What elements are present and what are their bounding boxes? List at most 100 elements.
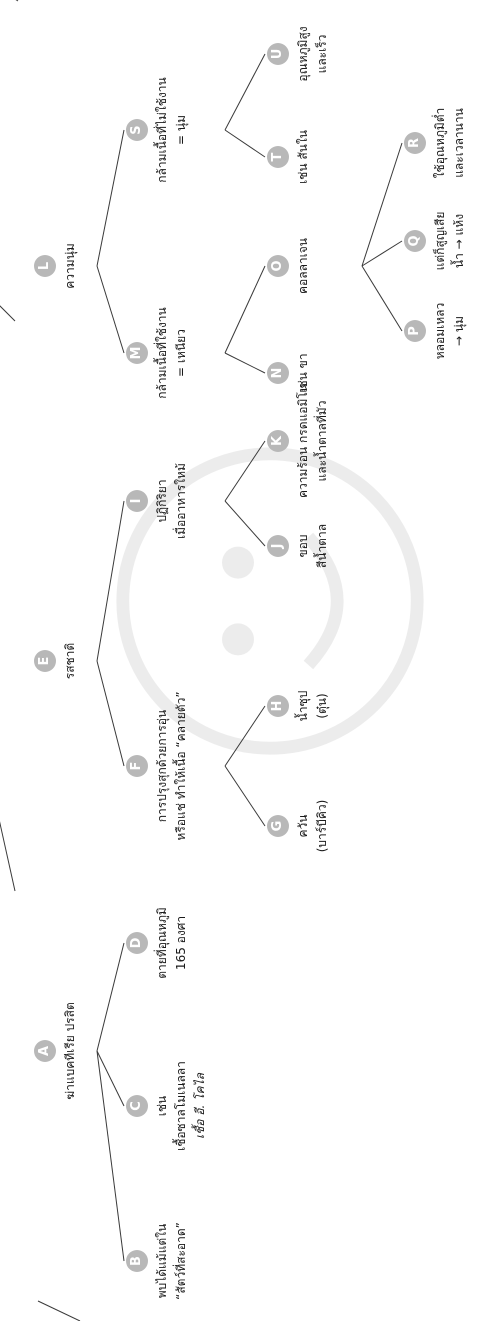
edge-m-n (224, 352, 266, 374)
node-t-marker: T (267, 146, 289, 168)
node-g-label-line: ควัน (296, 814, 310, 838)
node-r-marker: R (404, 132, 426, 154)
node-g-label: ควัน (บาร์บีคิว) (294, 800, 332, 853)
edge-l-m (96, 265, 125, 354)
node-f-marker: F (126, 755, 148, 777)
edge-e-i (96, 500, 125, 662)
node-p-label: หลอมเหลว → นุ่ม (431, 303, 469, 359)
node-p-label-line: หลอมเหลว (433, 302, 447, 360)
node-d-label-line: ตายที่อุณหภูมิ (155, 907, 169, 979)
branch-line-l (0, 300, 16, 322)
node-l-marker: L (34, 255, 56, 277)
node-h-marker: H (267, 695, 289, 717)
node-e-label: รสชาติ (61, 643, 80, 679)
node-f-label-line: หรือแช่ ทำให้เนื้อ “คลายตัว” (174, 691, 188, 841)
node-u-label: อุณหภูมิสูง และเร็ว (294, 26, 332, 81)
node-m-label: กล้ามเนื้อที่ใช้งาน = เหนียว (153, 307, 191, 399)
node-s-label-line: = นุ่ม (174, 115, 188, 145)
node-r-label-line: และเวลานาน (452, 108, 466, 178)
node-b-label-line: พบได้แม้แต่ใน (155, 1223, 169, 1299)
edge-f-h (224, 705, 266, 767)
node-p-label-line: → นุ่ม (452, 316, 466, 346)
node-d-label: ตายที่อุณหภูมิ 165 องศา (153, 907, 191, 979)
node-e-marker: E (34, 650, 56, 672)
lead-out-line (0, 0, 19, 2)
node-u-marker: U (267, 43, 289, 65)
node-c-label: เช่น เชื้อซาลโมเนลลา เชื้อ อี. โคไล (153, 1061, 210, 1151)
node-c-label-line: เชื้อซาลโมเนลลา (174, 1061, 188, 1151)
node-o-label: คอลลาเจน (294, 238, 313, 294)
node-f-label: การปรุงสุกด้วยการอุ่น หรือแช่ ทำให้เนื้อ … (153, 691, 191, 840)
node-i-label: ปฏิกิริยา เมื่ออาหารใหม้ (153, 463, 191, 539)
node-k-marker: K (267, 430, 289, 452)
edge-o-r (361, 142, 403, 267)
node-d-marker: D (126, 932, 148, 954)
node-s-marker: S (126, 119, 148, 141)
edge-a-c (96, 1050, 125, 1107)
lead-in-line (37, 1300, 81, 1321)
node-p-marker: P (404, 320, 426, 342)
node-k-label: ความร้อน กรดแอมิโนและน้ำตาลที่มัว (294, 384, 332, 498)
edge-s-u (224, 53, 266, 131)
node-o-label-line: คอลลาเจน (296, 237, 310, 295)
node-a-label-line: ฆ่าแบคทีเรีย ปรสิต (63, 1002, 77, 1100)
node-f-label-line: การปรุงสุกด้วยการอุ่น (155, 709, 169, 823)
node-u-label-line: และเร็ว (315, 34, 329, 74)
node-c-marker: C (126, 1095, 148, 1117)
edge-o-p (361, 265, 403, 332)
node-i-label-line: เมื่ออาหารใหม้ (174, 463, 188, 539)
edge-m-o (224, 265, 266, 354)
edge-a-b (96, 1050, 125, 1262)
edge-e-f (96, 660, 125, 767)
node-h-label-line: น้ำซุป (296, 690, 310, 722)
node-b-marker: B (126, 1250, 148, 1272)
node-l-label-line: ความนุ่ม (63, 243, 77, 289)
node-s-label: กล้ามเนื้อที่ไม่ใช้งาน = นุ่ม (153, 77, 191, 182)
node-g-marker: G (267, 815, 289, 837)
node-s-label-line: กล้ามเนื้อที่ไม่ใช้งาน (155, 77, 169, 183)
branch-line-a (0, 800, 16, 892)
node-c-label-line: เชื้อ อี. โคไล (193, 1073, 207, 1139)
node-m-label-line: = เหนียว (174, 329, 188, 377)
node-n-label: เช่น ขา (294, 353, 313, 392)
node-a-label: ฆ่าแบคทีเรีย ปรสิต (61, 1002, 80, 1100)
node-j-label-line: สีน้ำตาล (315, 523, 329, 569)
node-e-label-line: รสชาติ (63, 642, 77, 680)
node-g-label-line: (บาร์บีคิว) (315, 799, 329, 853)
node-l-label: ความนุ่ม (61, 243, 80, 289)
node-t-label: เช่น สันใน (294, 130, 313, 184)
node-h-label: น้ำซุป (ตุ๋น) (294, 691, 332, 722)
edge-a-d (96, 942, 125, 1052)
node-q-label: แต่ก็สูญเสียน้ำ → แห้ง (431, 212, 469, 271)
node-m-label-line: กล้ามเนื้อที่ใช้งาน (155, 307, 169, 399)
edge-o-q (361, 240, 403, 267)
node-c-label-line: เช่น (155, 1095, 169, 1117)
node-b-label: พบได้แม้แต่ใน “สัตว์ที่สะอาด” (153, 1222, 191, 1300)
node-o-marker: O (267, 255, 289, 277)
node-m-marker: M (126, 342, 148, 364)
node-d-label-line: 165 องศา (174, 915, 188, 971)
edge-i-k (224, 440, 266, 502)
node-n-marker: N (267, 362, 289, 384)
node-q-label-line: แต่ก็สูญเสีย (433, 211, 447, 271)
node-t-label-line: เช่น สันใน (296, 130, 310, 184)
edge-f-g (224, 765, 266, 827)
edge-i-j (224, 500, 266, 547)
node-r-label: ใช้อุณหภูมิต่ำ และเวลานาน (431, 108, 469, 179)
node-b-label-line: “สัตว์ที่สะอาด” (174, 1222, 188, 1300)
node-u-label-line: อุณหภูมิสูง (296, 26, 310, 82)
edge-s-t (224, 129, 266, 158)
node-j-label-line: ขอบ (296, 534, 310, 558)
node-h-label-line: (ตุ๋น) (315, 693, 329, 719)
edge-l-s (96, 129, 125, 267)
node-k-label-line: และน้ำตาลที่มัว (315, 400, 329, 482)
node-r-label-line: ใช้อุณหภูมิต่ำ (433, 107, 447, 179)
node-n-label-line: เช่น ขา (296, 353, 310, 393)
node-q-marker: Q (404, 230, 426, 252)
node-a-marker: A (34, 1040, 56, 1062)
node-j-label: ขอบ สีน้ำตาล (294, 524, 332, 568)
node-i-label-line: ปฏิกิริยา (155, 479, 169, 523)
